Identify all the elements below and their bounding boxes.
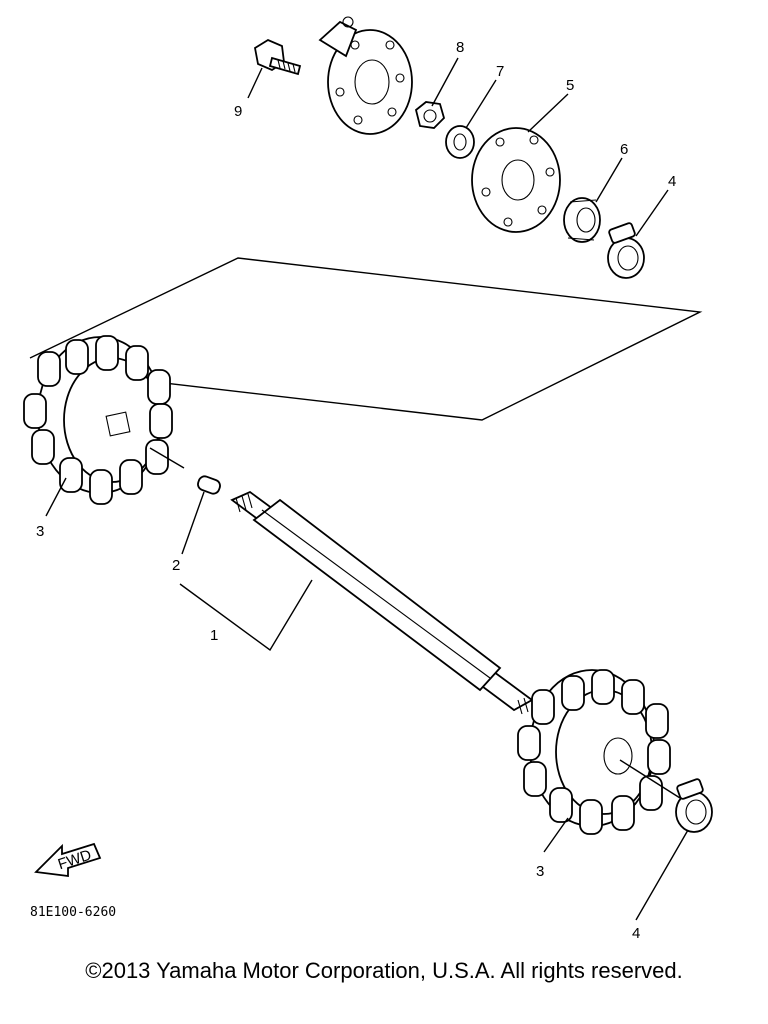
bearing-housing-plate (318, 16, 413, 135)
callout-3-left: 3 (36, 523, 44, 540)
clamp-upper-part (607, 222, 645, 279)
nut-part (414, 101, 446, 129)
bearing-part (563, 197, 601, 243)
callout-1: 1 (210, 627, 218, 644)
callout-5: 5 (566, 77, 574, 94)
callout-2: 2 (172, 557, 180, 574)
drive-sprocket-right (517, 669, 671, 835)
callout-4-lower: 4 (632, 925, 640, 942)
bolt-part (254, 38, 302, 76)
flange-part (471, 127, 561, 233)
callout-4-upper: 4 (668, 173, 676, 190)
fwd-arrow-icon: FWD (34, 842, 102, 878)
callout-9: 9 (234, 103, 242, 120)
diagram-code: 81E100-6260 (30, 905, 116, 920)
clamp-lower-part (675, 778, 713, 833)
drive-shaft-part (230, 490, 534, 715)
copyright-notice: ©2013 Yamaha Motor Corporation, U.S.A. A… (85, 958, 683, 983)
callout-8: 8 (456, 39, 464, 56)
callout-7: 7 (496, 63, 504, 80)
dowel-pin-part (197, 475, 221, 495)
washer-part (445, 125, 475, 159)
callout-3-right: 3 (536, 863, 544, 880)
callout-6: 6 (620, 141, 628, 158)
drive-sprocket-left (23, 335, 173, 505)
leader-lines (45, 57, 689, 921)
